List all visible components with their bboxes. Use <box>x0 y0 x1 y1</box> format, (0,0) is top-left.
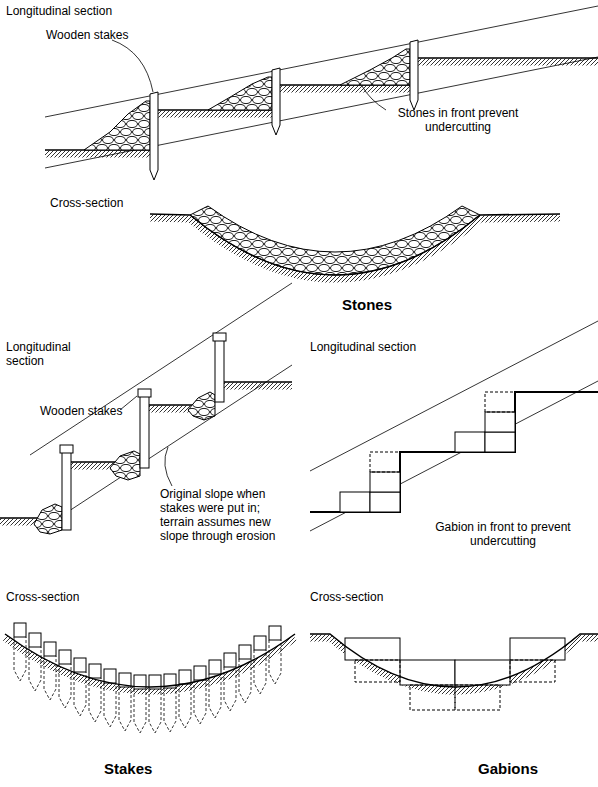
wooden-stake <box>140 396 149 468</box>
leader-line <box>112 40 153 92</box>
wooden-stake <box>179 670 191 728</box>
note-label: Gabion in front to prevent undercutting <box>418 520 588 548</box>
note-label: Original slope when stakes were put in; … <box>160 487 295 543</box>
stones-cross-section <box>150 206 560 279</box>
wooden-stake <box>209 660 221 718</box>
slope-line <box>310 381 598 531</box>
ground-hatch <box>310 638 598 691</box>
section-label: Longitudinal section <box>6 340 86 368</box>
part-label: Wooden stakes <box>46 28 129 42</box>
gabion-box <box>485 432 515 452</box>
leader-line <box>120 396 137 410</box>
ground-line <box>310 634 598 687</box>
note-label: Stones in front prevent undercutting <box>388 106 528 134</box>
stone-pile <box>188 392 215 420</box>
gabion-box <box>340 492 370 512</box>
wooden-stake <box>89 664 101 722</box>
gabion-box <box>510 638 565 660</box>
wooden-stake <box>119 673 131 731</box>
section-label: Cross-section <box>50 196 123 210</box>
wooden-stake <box>150 92 158 180</box>
gabion-box <box>485 412 515 432</box>
gabion-box-dashed <box>510 660 555 682</box>
section-label: Cross-section <box>310 590 383 604</box>
stones-longitudinal <box>45 6 598 180</box>
ground-line <box>150 214 560 275</box>
ground-line <box>5 634 295 687</box>
wooden-stake <box>59 650 71 708</box>
gabion-box <box>345 638 400 660</box>
leader-line <box>362 86 386 110</box>
stone-pile <box>84 101 150 150</box>
gabion-box-dashed <box>455 685 500 710</box>
gabion-box-dashed <box>355 660 400 682</box>
stake-cap <box>60 445 73 453</box>
stake-cap <box>213 333 226 341</box>
wooden-stake <box>149 675 161 733</box>
gabion-box <box>370 492 400 512</box>
slope-line <box>310 321 598 471</box>
wooden-stake <box>14 623 26 681</box>
figure-title: Stakes <box>104 760 152 778</box>
stakes-cross-section <box>5 623 295 733</box>
stone-pile <box>110 451 140 480</box>
wooden-stake <box>410 40 418 110</box>
section-label: Longitudinal section <box>6 4 112 18</box>
wooden-stake <box>134 675 146 733</box>
wooden-stake <box>239 645 251 703</box>
stake-cap <box>138 389 151 397</box>
gabion-box-dashed <box>370 452 400 472</box>
wooden-stake <box>269 626 281 684</box>
wooden-stake <box>224 653 236 711</box>
stone-pile <box>34 504 62 534</box>
wooden-stake <box>29 633 41 691</box>
ground-hatch <box>45 62 598 154</box>
figure-title: Gabions <box>478 760 538 778</box>
stone-pile <box>340 49 410 85</box>
leader-line <box>165 447 172 486</box>
wooden-stake <box>164 674 176 732</box>
wooden-stake <box>104 669 116 727</box>
wooden-stake <box>194 666 206 724</box>
gabions-longitudinal <box>310 321 598 531</box>
gabion-box <box>455 660 510 685</box>
gabion-box <box>400 660 455 685</box>
gabions-cross-section <box>310 634 598 710</box>
wooden-stake <box>74 658 86 716</box>
ground-line <box>45 58 598 150</box>
stone-lining <box>190 206 480 275</box>
wooden-stake <box>44 642 56 700</box>
slope-line <box>45 57 598 168</box>
wooden-stake <box>215 340 224 402</box>
section-label: Cross-section <box>6 590 79 604</box>
wooden-stake <box>254 636 266 694</box>
gabion-box <box>455 432 485 452</box>
gabion-box-dashed <box>410 685 455 710</box>
slope-line <box>30 283 292 455</box>
ground-line <box>310 392 598 512</box>
wooden-stake <box>272 68 280 135</box>
part-label: Wooden stakes <box>40 404 123 418</box>
section-label: Longitudinal section <box>310 340 416 354</box>
gabion-box-dashed <box>485 392 515 412</box>
gabion-box <box>370 472 400 492</box>
figure-title: Stones <box>342 296 392 314</box>
wooden-stake <box>62 452 71 530</box>
stone-pile <box>208 77 272 110</box>
